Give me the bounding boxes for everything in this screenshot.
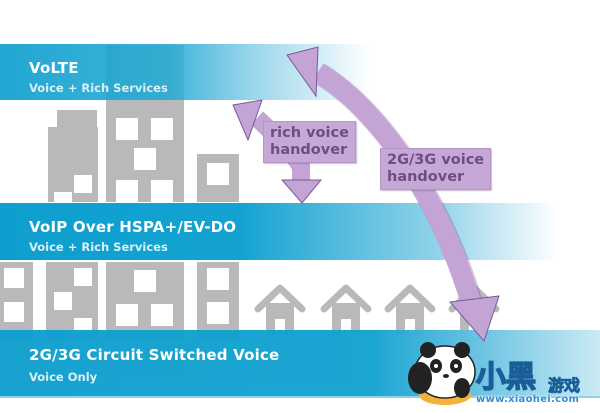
label-line: 2G/3G voice [387,152,485,168]
watermark-logo-subtext: 游戏 [548,376,581,396]
label-line: handover [270,142,348,158]
arrowhead-up-icon [232,99,263,142]
tier-title: VoIP Over HSPA+/EV-DO [29,218,237,236]
tier-title: 2G/3G Circuit Switched Voice [29,346,280,364]
arrowhead-up-icon [286,46,319,98]
label-line: handover [387,169,465,185]
tier-title: VoLTE [29,59,79,77]
band-edge-line [0,396,600,398]
tier-subtitle: Voice Only [29,370,98,384]
tier-band-circuit-switched: 2G/3G Circuit Switched Voice Voice Only [0,330,600,396]
label-line: rich voice [270,125,349,141]
arrowhead-down-icon [449,295,500,342]
watermark-url: www.xiaohei.com [476,394,580,405]
2g3g-voice-handover-label: 2G/3G voice handover [380,148,492,190]
rich-voice-handover-label: rich voice handover [263,121,356,163]
tier-subtitle: Voice + Rich Services [29,81,168,95]
watermark-logo-text: 小黑 [475,359,537,396]
tier-subtitle: Voice + Rich Services [29,240,168,254]
arrowhead-down-icon [280,179,323,204]
tier-band-voip: VoIP Over HSPA+/EV-DO Voice + Rich Servi… [0,203,600,260]
